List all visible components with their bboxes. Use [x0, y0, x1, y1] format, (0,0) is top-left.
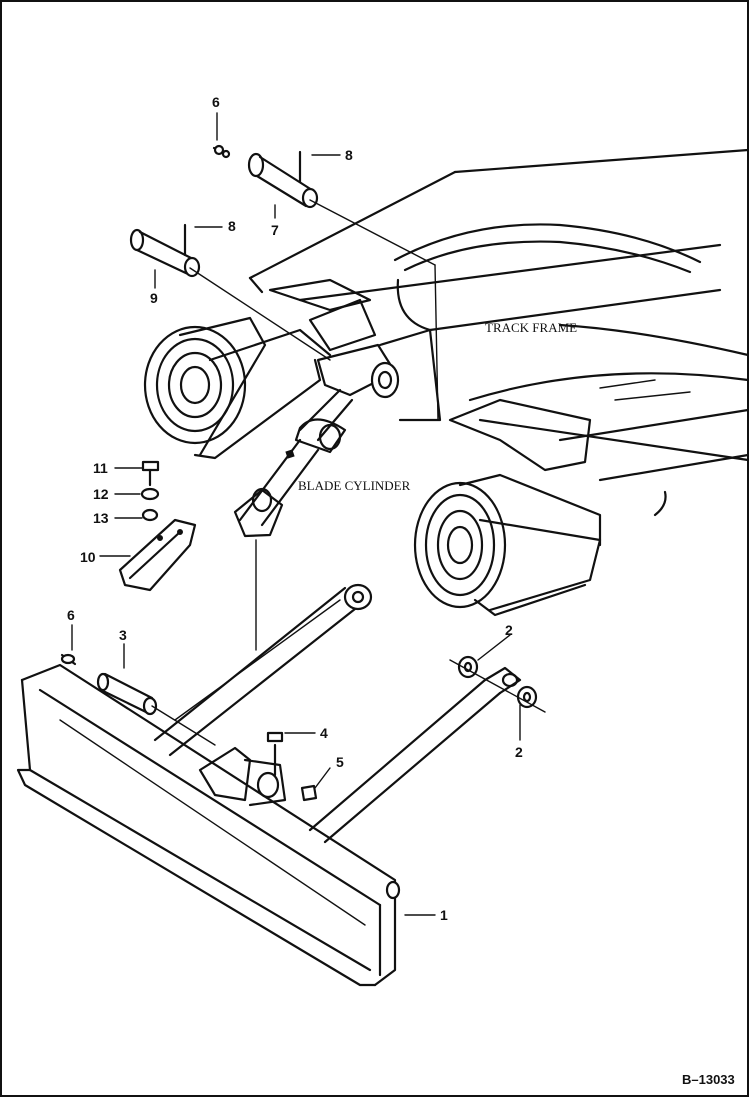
callout-5: 5 — [336, 754, 344, 770]
blade-cylinder — [233, 343, 400, 651]
blade-cylinder-label: BLADE CYLINDER — [298, 478, 411, 493]
callout-13: 13 — [93, 510, 109, 526]
blade-mount-bracket — [198, 743, 287, 807]
callout-3: 3 — [119, 627, 127, 643]
callout-numbers: 1 2 2 3 4 5 6 6 7 8 8 9 10 11 12 13 — [67, 94, 523, 923]
blade-1 — [16, 663, 401, 987]
figure-id: B–13033 — [682, 1072, 735, 1087]
callout-9: 9 — [150, 290, 158, 306]
callout-10: 10 — [80, 549, 96, 565]
track-frame-label: TRACK FRAME — [485, 320, 577, 335]
washer-2-right — [516, 685, 538, 709]
callout-7: 7 — [271, 222, 279, 238]
callout-6-lower: 6 — [67, 607, 75, 623]
callout-1: 1 — [440, 907, 448, 923]
pin-9 — [129, 223, 331, 361]
grease-fitting-6-lower — [60, 653, 77, 666]
nut-5 — [300, 784, 318, 802]
shim-plate-10 — [118, 518, 197, 592]
pin-7 — [247, 150, 439, 421]
bolt-11 — [141, 460, 160, 487]
pin-3 — [96, 672, 216, 746]
callout-11: 11 — [93, 460, 108, 476]
callout-6-top: 6 — [212, 94, 220, 110]
leader-lines — [71, 112, 521, 916]
washer-13 — [141, 508, 159, 522]
right-idler-wheel — [413, 473, 602, 617]
grease-fitting-6-top — [212, 144, 231, 159]
bolt-4 — [266, 731, 284, 743]
left-idler-wheel — [143, 316, 332, 460]
callout-4: 4 — [320, 725, 328, 741]
callout-12: 12 — [93, 486, 109, 502]
washer-12 — [140, 487, 160, 501]
callout-8-mid: 8 — [228, 218, 236, 234]
push-arm-right — [308, 666, 522, 844]
push-arm-left — [153, 583, 373, 757]
callout-8-top: 8 — [345, 147, 353, 163]
callout-2-top: 2 — [505, 622, 513, 638]
track-frame — [248, 148, 749, 517]
callout-2-bottom: 2 — [515, 744, 523, 760]
